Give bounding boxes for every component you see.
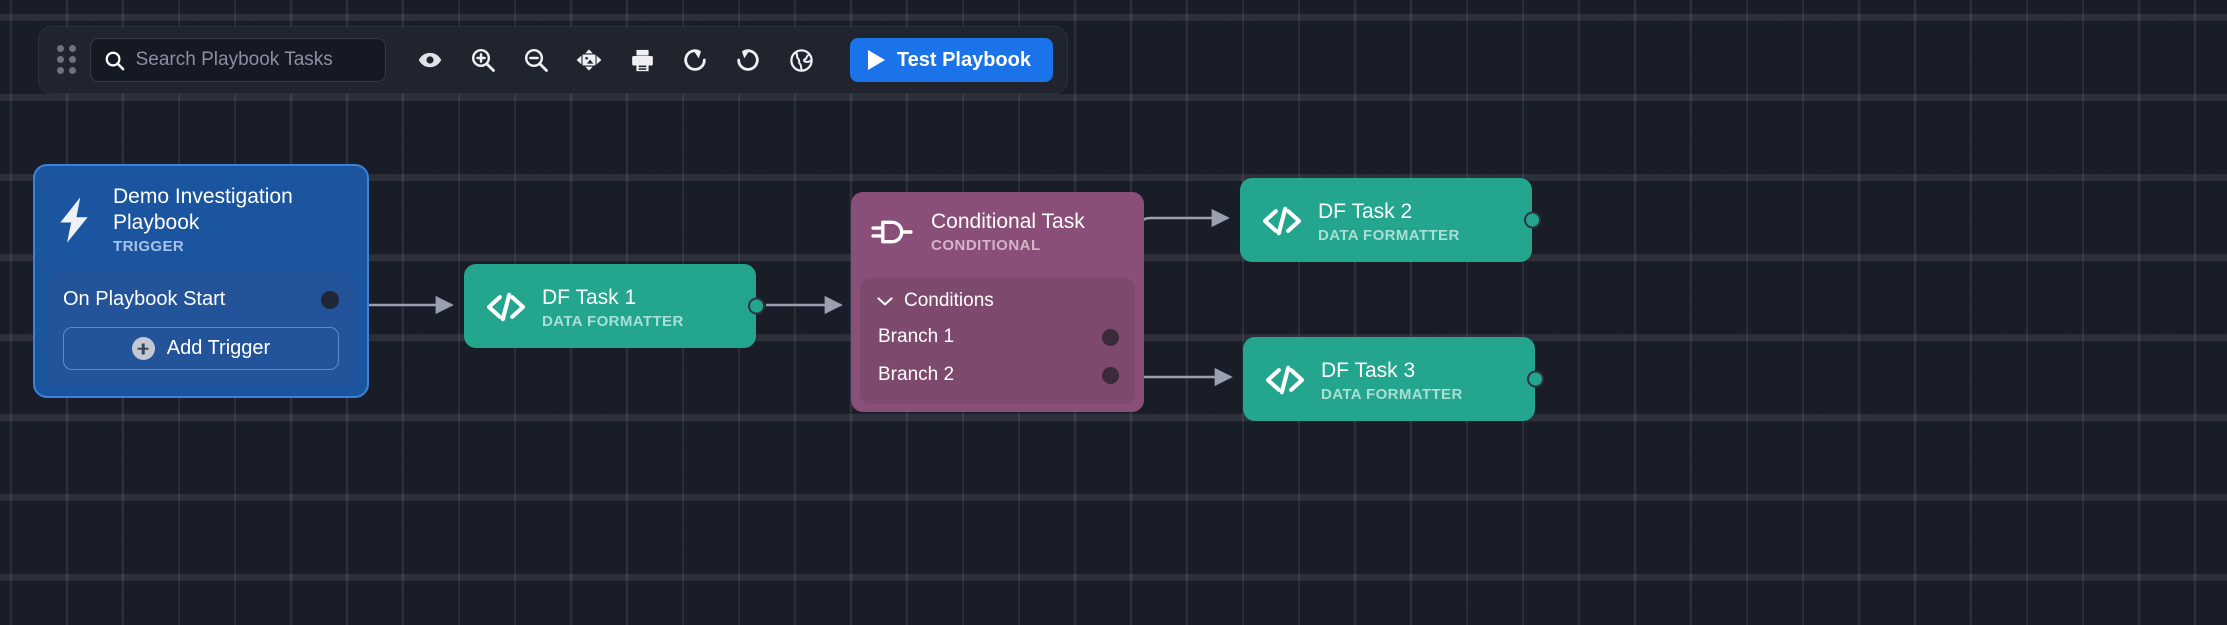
conditional-title: Conditional Task — [931, 210, 1085, 233]
code-brackets-icon — [486, 290, 526, 324]
undo-button[interactable] — [722, 34, 775, 86]
redo-button[interactable] — [669, 34, 722, 86]
branch-row-2[interactable]: Branch 2 — [864, 356, 1131, 394]
df2-title: DF Task 2 — [1318, 199, 1413, 223]
trigger-title: Demo Investigation Playbook — [113, 185, 293, 234]
node-df-task-2[interactable]: DF Task 2 DATA FORMATTER — [1240, 178, 1541, 262]
code-brackets-icon — [1262, 204, 1302, 238]
search-icon — [105, 51, 124, 70]
df3-title-group: DF Task 3 DATA FORMATTER — [1321, 358, 1463, 403]
df1-header: DF Task 1 DATA FORMATTER — [464, 269, 702, 344]
zoom-in-icon — [472, 48, 496, 72]
playbook-toolbar[interactable]: Test Playbook — [38, 26, 1068, 94]
branch-1-output-port[interactable] — [1102, 328, 1119, 346]
df2-title-group: DF Task 2 DATA FORMATTER — [1318, 199, 1460, 244]
branch-1-label: Branch 1 — [878, 326, 955, 347]
conditional-header: Conditional Task CONDITIONAL — [851, 192, 1144, 262]
eye-icon — [418, 52, 442, 68]
fit-to-screen-button[interactable] — [563, 34, 616, 86]
df3-subtitle: DATA FORMATTER — [1321, 385, 1463, 403]
test-playbook-label: Test Playbook — [896, 48, 1031, 71]
trigger-output-port[interactable] — [321, 290, 339, 309]
lightning-bolt-icon — [53, 195, 95, 245]
df1-subtitle: DATA FORMATTER — [542, 312, 684, 330]
redo-icon — [684, 49, 707, 71]
df1-title-group: DF Task 1 DATA FORMATTER — [542, 285, 684, 330]
zoom-out-icon — [525, 48, 549, 72]
undo-icon — [737, 49, 760, 71]
df2-header: DF Task 2 DATA FORMATTER — [1240, 183, 1478, 258]
drag-handle-icon[interactable] — [55, 45, 80, 75]
branch-2-output-port[interactable] — [1102, 366, 1119, 384]
add-trigger-label: Add Trigger — [166, 337, 271, 359]
print-icon — [631, 49, 653, 71]
df3-title: DF Task 3 — [1321, 358, 1416, 382]
trigger-subtitle: TRIGGER — [113, 238, 185, 255]
node-df-task-3[interactable]: DF Task 3 DATA FORMATTER — [1243, 337, 1544, 421]
df3-output-port[interactable] — [1527, 370, 1544, 388]
conditions-panel: Conditions Branch 1 Branch 2 — [860, 278, 1135, 404]
trigger-header: Demo Investigation Playbook TRIGGER — [35, 166, 367, 259]
trigger-body: On Playbook Start Add Trigger — [47, 272, 355, 386]
trigger-title-group: Demo Investigation Playbook TRIGGER — [113, 184, 313, 255]
conditions-toggle[interactable]: Conditions — [864, 286, 1131, 318]
globe-button[interactable] — [775, 34, 828, 86]
add-trigger-button[interactable]: Add Trigger — [63, 327, 339, 370]
df1-title: DF Task 1 — [542, 285, 637, 309]
logic-gate-icon — [871, 215, 913, 249]
fit-screen-icon — [576, 49, 602, 71]
search-input[interactable] — [135, 49, 381, 71]
zoom-in-button[interactable] — [457, 34, 510, 86]
df3-header: DF Task 3 DATA FORMATTER — [1243, 342, 1481, 417]
branch-2-label: Branch 2 — [878, 364, 955, 385]
df2-output-port[interactable] — [1524, 211, 1541, 229]
node-df-task-1[interactable]: DF Task 1 DATA FORMATTER — [464, 264, 765, 348]
plus-circle-icon — [131, 337, 155, 360]
node-trigger[interactable]: Demo Investigation Playbook TRIGGER On P… — [33, 164, 369, 398]
play-icon — [867, 50, 885, 70]
preview-eye-button[interactable] — [404, 34, 457, 86]
search-field[interactable] — [89, 38, 386, 82]
test-playbook-button[interactable]: Test Playbook — [849, 38, 1053, 82]
conditions-label: Conditions — [904, 290, 994, 311]
branch-row-1[interactable]: Branch 1 — [864, 318, 1131, 356]
conditional-title-group: Conditional Task CONDITIONAL — [931, 209, 1085, 254]
print-button[interactable] — [616, 34, 669, 86]
df2-subtitle: DATA FORMATTER — [1318, 226, 1460, 244]
node-conditional-task[interactable]: Conditional Task CONDITIONAL Conditions … — [851, 192, 1144, 412]
on-playbook-start-label: On Playbook Start — [63, 288, 226, 310]
zoom-out-button[interactable] — [510, 34, 563, 86]
df1-output-port[interactable] — [748, 297, 765, 315]
chevron-down-icon — [877, 297, 893, 306]
on-playbook-start-row[interactable]: On Playbook Start — [63, 286, 339, 327]
conditional-subtitle: CONDITIONAL — [931, 237, 1041, 254]
globe-icon — [790, 48, 813, 72]
code-brackets-icon — [1265, 363, 1305, 397]
